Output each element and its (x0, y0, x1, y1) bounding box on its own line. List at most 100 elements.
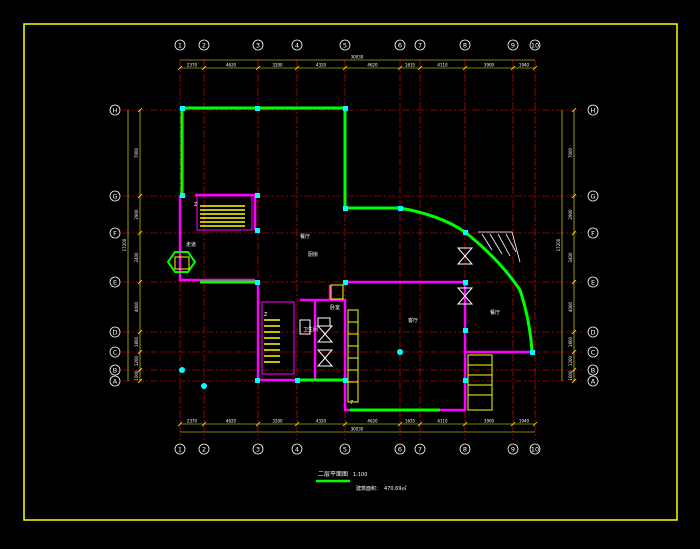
dimension-label: 3200 (272, 63, 283, 68)
dimension-label: 3900 (484, 63, 495, 68)
dimension-tick (137, 230, 143, 236)
hatch-east (478, 231, 521, 263)
axis-bubble-label: F (113, 230, 117, 238)
axis-bubble (109, 375, 121, 387)
axis-bubble (587, 227, 599, 239)
dimension-tick (417, 421, 423, 427)
axis-bubble (394, 443, 406, 455)
stair-upper (196, 195, 253, 231)
dimension-label: 1000 (568, 370, 573, 381)
wall-outer-top (182, 106, 400, 210)
axis-bubble-label: E (591, 279, 595, 287)
dimension-tick (571, 193, 577, 199)
fixtures (166, 247, 474, 367)
room-label-10: 7 (350, 400, 353, 406)
dimension-total-label: 30030 (351, 427, 364, 432)
axis-bubble-label: 1 (178, 446, 182, 454)
dimension-tick (571, 107, 577, 113)
dimension-label: 3900 (484, 419, 495, 424)
axis-bubble (339, 443, 351, 455)
axis-bubble (109, 190, 121, 202)
axis-bubble (587, 276, 599, 288)
dimension-lines: 2370 4620 3200 4320 4620 1635 4110 3900 1940 3003… (122, 55, 577, 433)
axis-bubble-label: F (591, 230, 595, 238)
axis-bubble (507, 39, 519, 51)
room-label-6: 卫生间 (303, 326, 318, 333)
axis-bubble-label: 5 (343, 446, 347, 454)
dimension-label: 1800 (134, 336, 139, 347)
axis-bubble-label: A (591, 378, 596, 386)
stair-lower (261, 301, 295, 375)
axis-bubble (394, 39, 406, 51)
axis-bubble (587, 190, 599, 202)
dimension-tick (255, 421, 261, 427)
dimension-tick (201, 421, 207, 427)
axis-bubble (459, 443, 471, 455)
dimension-label: 2370 (187, 419, 198, 424)
dimension-tick (510, 65, 516, 71)
axis-bubble-label: 7 (418, 446, 422, 454)
room-label-7: 走道 (186, 241, 196, 248)
room-label-2: 厨房 (308, 251, 318, 258)
dimension-label: 7000 (134, 147, 139, 158)
axis-bubble (109, 326, 121, 338)
dimension-label: 3400 (134, 252, 139, 263)
axis-bubble-label: 3 (256, 446, 260, 454)
dimension-label: 3400 (568, 252, 573, 263)
axis-bubble-label: 8 (463, 42, 467, 50)
axis-bubble-label: 2 (202, 446, 206, 454)
area-label: 建筑面积： (356, 485, 381, 492)
axis-bubble-label: 3 (256, 42, 260, 50)
dimension-tick (294, 421, 300, 427)
axis-bubble-label: 7 (418, 42, 422, 50)
dimension-label: 4320 (316, 419, 327, 424)
axis-bubble-label: 1 (178, 42, 182, 50)
axis-bubble-label: C (591, 349, 596, 357)
axis-bubble-label: 6 (398, 42, 402, 50)
room-label-4: 餐厅 (490, 309, 500, 316)
dimension-label: 1940 (519, 63, 530, 68)
room-label-3: 客厅 (408, 317, 418, 324)
walls-green (180, 106, 534, 412)
axis-bubble-label: 5 (343, 42, 347, 50)
axis-bubble-label: 10 (531, 446, 539, 454)
axis-bubble-label: 9 (511, 446, 515, 454)
dimension-label: 4620 (367, 63, 378, 68)
axis-bubble-label: 9 (511, 42, 515, 50)
axis-bubble-label: A (113, 378, 118, 386)
dimension-label: 1635 (405, 63, 416, 68)
drawing-frame (23, 23, 678, 521)
dimension-total-label: 30030 (351, 55, 364, 60)
axis-bubble-label: E (113, 279, 117, 287)
axis-bubble-label: G (112, 193, 117, 201)
axis-bubble-label: D (590, 329, 595, 337)
dimension-tick (571, 329, 577, 335)
dimension-tick (137, 107, 143, 113)
drawing-scale: 1:100 (353, 472, 367, 478)
dimension-tick (571, 378, 577, 384)
dimension-tick (137, 329, 143, 335)
dimension-tick (294, 65, 300, 71)
dimension-tick (571, 230, 577, 236)
dimension-label: 3200 (272, 419, 283, 424)
axis-bubble (529, 39, 541, 51)
dimension-label: 4620 (226, 63, 237, 68)
dimension-tick (255, 65, 261, 71)
stair-side (347, 309, 359, 403)
axis-bubble-label: 6 (398, 446, 402, 454)
axis-bubble (198, 443, 210, 455)
dimension-label: 1800 (568, 336, 573, 347)
axis-bubble (587, 104, 599, 116)
axis-bubble (109, 227, 121, 239)
dimension-label: 4110 (437, 419, 448, 424)
axis-bubble-label: 2 (202, 42, 206, 50)
dimension-tick (137, 349, 143, 355)
axis-bubble (587, 326, 599, 338)
dimension-tick (417, 65, 423, 71)
dimension-label: 4620 (367, 419, 378, 424)
area-value: 470.69㎡ (384, 485, 407, 492)
dimension-tick (532, 65, 538, 71)
wall-stair-left (178, 195, 255, 282)
axis-bubble (414, 443, 426, 455)
axis-bubble-label: G (590, 193, 595, 201)
